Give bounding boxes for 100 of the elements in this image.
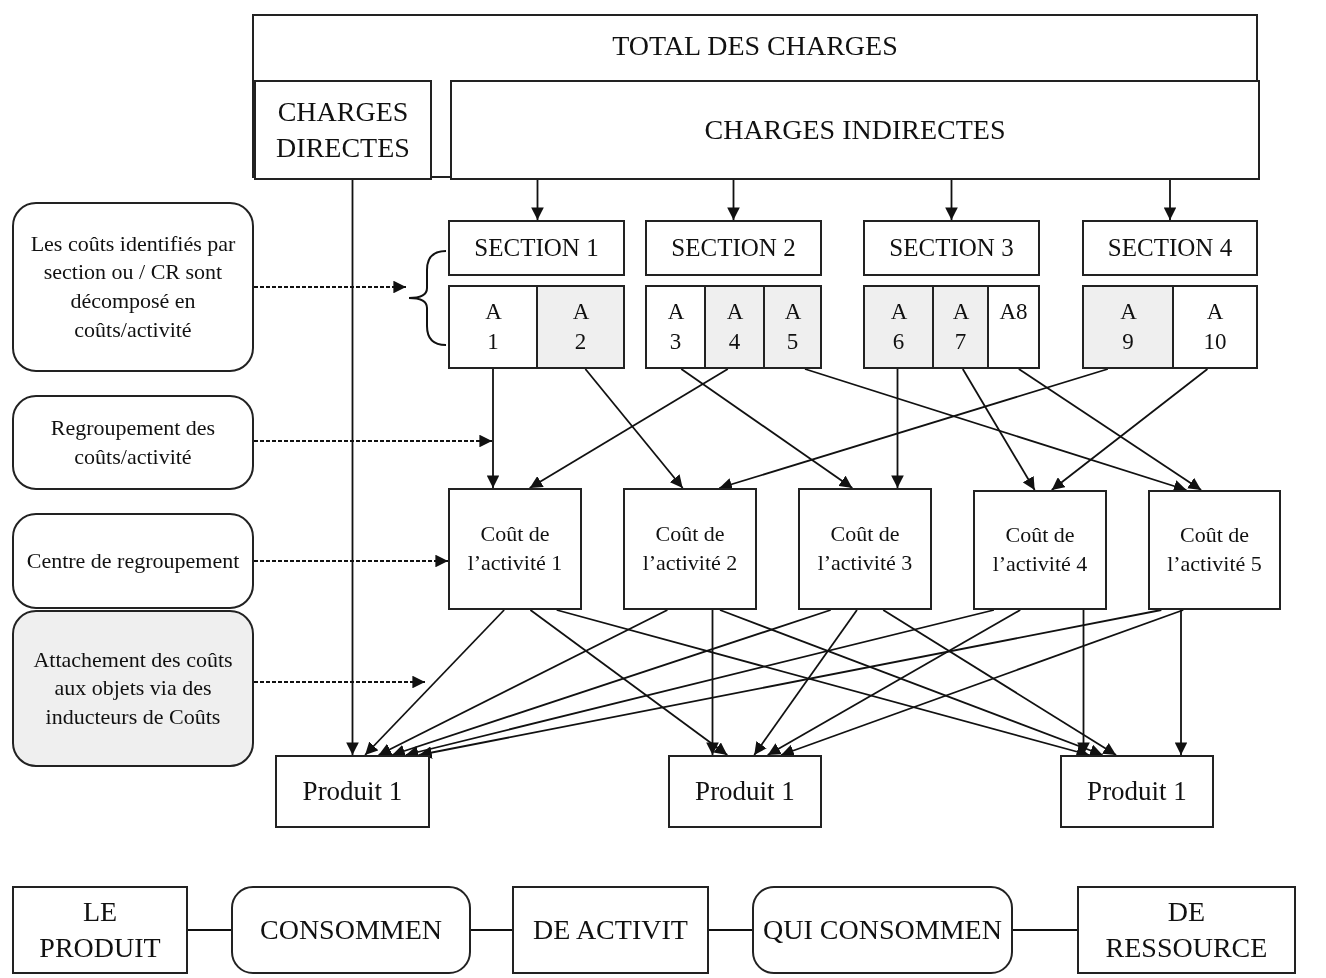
section-box: [645, 220, 822, 276]
activity-label: A 3: [667, 298, 684, 356]
arrow: [727, 179, 740, 221]
connector-line: [1012, 929, 1078, 931]
flow-box: [231, 886, 471, 974]
activity-label: A 6: [890, 298, 907, 356]
category-label: CHARGES INDIRECTES: [703, 112, 1007, 147]
activity-cell: [863, 285, 934, 369]
arrow: [780, 609, 1185, 757]
curly-brace: [406, 250, 448, 346]
header-label: TOTAL DES CHARGES: [611, 29, 899, 63]
arrow: [766, 609, 1022, 756]
activity-label: A 7: [952, 298, 969, 356]
activity-cell: [536, 285, 625, 369]
activity-cell: [987, 285, 1040, 369]
arrow: [555, 609, 1090, 758]
dashed-arrow: [253, 554, 449, 568]
cost-box: [623, 488, 757, 610]
arrow: [804, 368, 1188, 493]
section-box: [863, 220, 1040, 276]
flow-label: DE RESSOURCE: [1104, 894, 1269, 965]
flow-label: QUI CONSOMMEN: [762, 912, 1003, 947]
flow-box: [1077, 886, 1296, 974]
note-box: [12, 610, 254, 767]
arrow: [680, 368, 854, 489]
arrow: [719, 609, 1104, 757]
arrow: [706, 609, 719, 756]
category-label: CHARGES DIRECTES: [275, 94, 411, 165]
activity-label: A 9: [1120, 298, 1136, 356]
activity-cell: [763, 285, 822, 369]
note-box: [12, 202, 254, 372]
flow-box: [512, 886, 709, 974]
product-box: [1060, 755, 1214, 828]
cost-box: [798, 488, 932, 610]
product-box: [275, 755, 430, 828]
arrow: [531, 179, 544, 221]
section-label: SECTION 2: [670, 232, 797, 263]
arrow: [1017, 368, 1203, 491]
activity-cell: [1082, 285, 1174, 369]
product-box: [668, 755, 822, 828]
arrow: [882, 609, 1117, 756]
arrow: [753, 609, 858, 756]
arrow: [584, 368, 684, 489]
flow-label: DE ACTIVIT: [532, 912, 689, 947]
cost-box: [448, 488, 582, 610]
arrow: [418, 609, 1163, 759]
activity-cell: [645, 285, 706, 369]
activity-cell: [932, 285, 989, 369]
cost-box: [1148, 490, 1281, 610]
arrow: [486, 368, 500, 489]
arrow: [1050, 368, 1209, 491]
arrow: [391, 609, 832, 758]
section-label: SECTION 3: [888, 232, 1015, 263]
flow-label: LE PRODUIT: [38, 894, 162, 965]
dashed-arrow: [253, 434, 493, 448]
activity-label: A8: [999, 298, 1028, 326]
product-label: Produit 1: [694, 774, 796, 808]
arrow: [529, 609, 729, 756]
arrow: [1174, 609, 1188, 756]
flow-box: [12, 886, 188, 974]
activity-label: A 2: [572, 298, 589, 356]
note-text: Centre de regroupement: [25, 546, 241, 575]
note-text: Regroupement des coûts/activité: [49, 413, 217, 471]
cost-box: [973, 490, 1107, 610]
activity-label: A 4: [726, 298, 743, 356]
arrow: [891, 368, 904, 489]
arrow: [377, 609, 669, 756]
flow-label: CONSOMMEN: [259, 912, 443, 947]
section-label: SECTION 1: [473, 232, 600, 263]
cost-label: Coût de l’activité 5: [1166, 521, 1263, 578]
arrow: [945, 179, 958, 221]
activity-cell: [1172, 285, 1258, 369]
arrow: [961, 368, 1036, 491]
section-box: [1082, 220, 1258, 276]
dashed-arrow: [253, 675, 426, 689]
activity-label: A 1: [485, 298, 501, 356]
arrow: [718, 368, 1109, 491]
note-text: Attachement des coûts aux objets via des inducteurs de Coûts: [32, 645, 234, 731]
connector-line: [470, 929, 513, 931]
activity-cell: [704, 285, 765, 369]
note-box: [12, 395, 254, 490]
header-box: [252, 14, 1258, 178]
arrow: [528, 368, 729, 489]
connector-line: [708, 929, 753, 931]
dashed-arrow: [253, 280, 407, 294]
note-box: [12, 513, 254, 609]
activity-label: A 5: [784, 298, 801, 356]
arrow: [364, 609, 505, 756]
connector-line: [187, 929, 232, 931]
category-box: [450, 80, 1260, 180]
section-box: [448, 220, 625, 276]
cost-label: Coût de l’activité 1: [466, 520, 564, 577]
product-label: Produit 1: [1086, 774, 1188, 808]
activity-cell: [448, 285, 538, 369]
note-text: Les coûts identifiés par section ou / CR sont décomposé en coûts/activité: [29, 229, 237, 344]
arrow: [346, 179, 359, 756]
product-label: Produit 1: [301, 774, 404, 808]
flow-box: [752, 886, 1013, 974]
section-label: SECTION 4: [1106, 232, 1234, 263]
cost-label: Coût de l’activité 3: [816, 520, 914, 577]
